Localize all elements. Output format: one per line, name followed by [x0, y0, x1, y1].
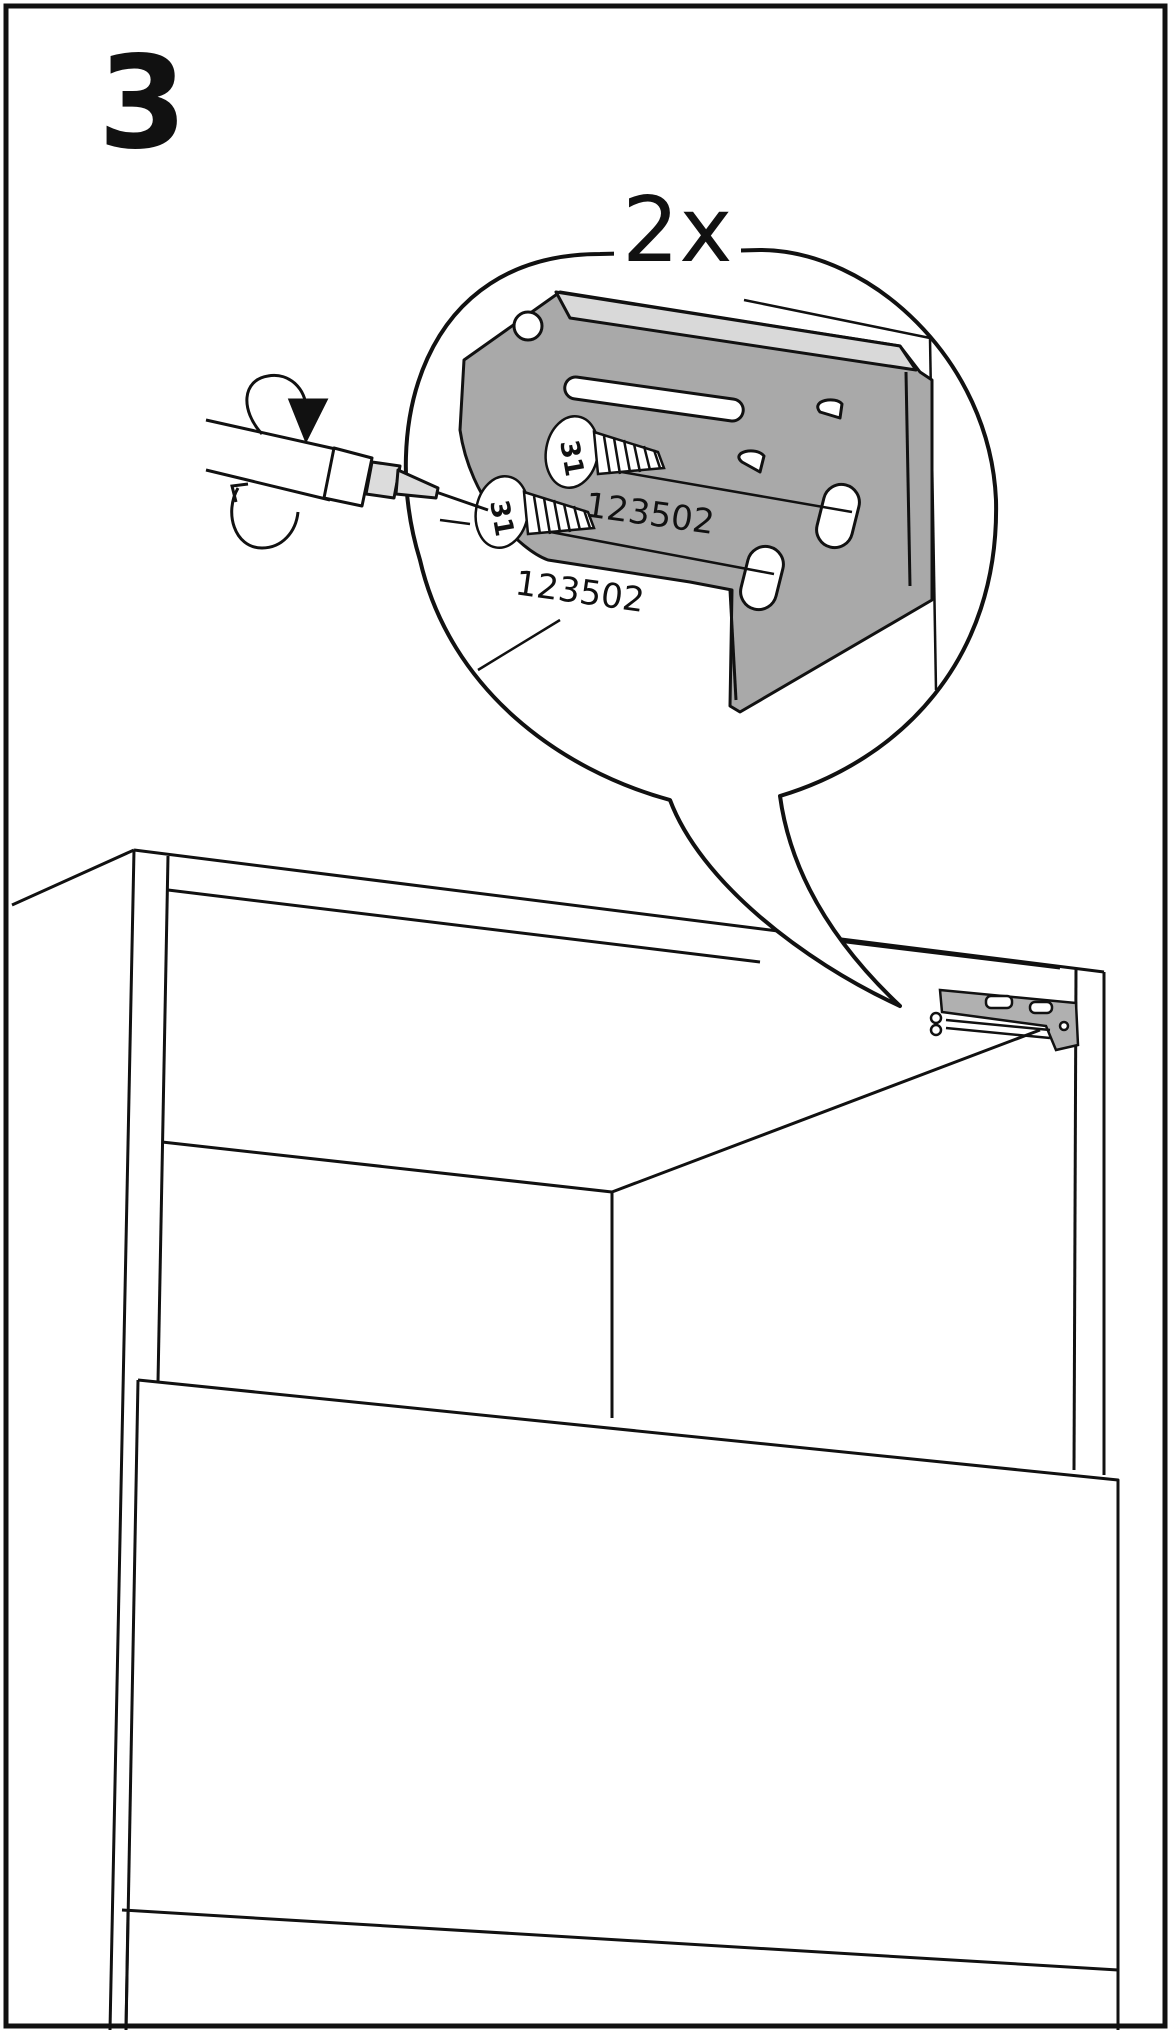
wood-screw-icon: 31 — [544, 415, 666, 489]
step-number: 3 — [98, 29, 188, 178]
rotate-clockwise-icon — [230, 373, 329, 550]
wood-screw-icon: 31 — [474, 475, 596, 549]
screw-head-mark-2: 31 — [483, 498, 519, 539]
angle-bracket-icon — [458, 290, 934, 714]
bracket-location-marker — [929, 988, 1080, 1052]
cabinet-illustration — [11, 848, 1120, 2031]
screw-guide-lines — [439, 468, 853, 576]
screw-head-mark-1: 31 — [553, 438, 589, 479]
screwdriver-icon — [205, 418, 489, 512]
step-frame — [3, 3, 1168, 2029]
quantity-label: 2x — [614, 186, 741, 276]
